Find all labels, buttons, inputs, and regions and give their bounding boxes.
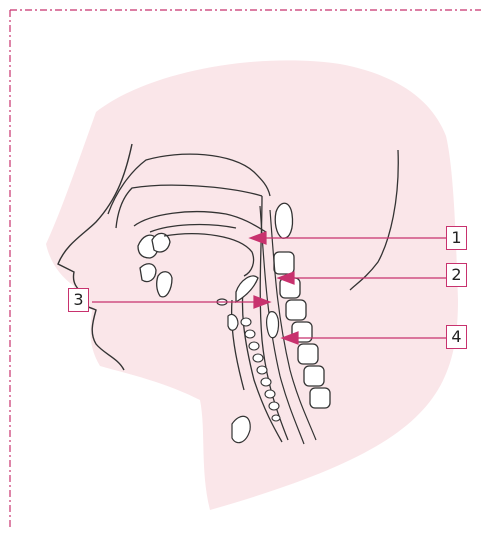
label-3: 3 — [68, 288, 89, 312]
label-4: 4 — [446, 325, 467, 349]
label-2: 2 — [446, 263, 467, 287]
label-1: 1 — [446, 226, 467, 250]
